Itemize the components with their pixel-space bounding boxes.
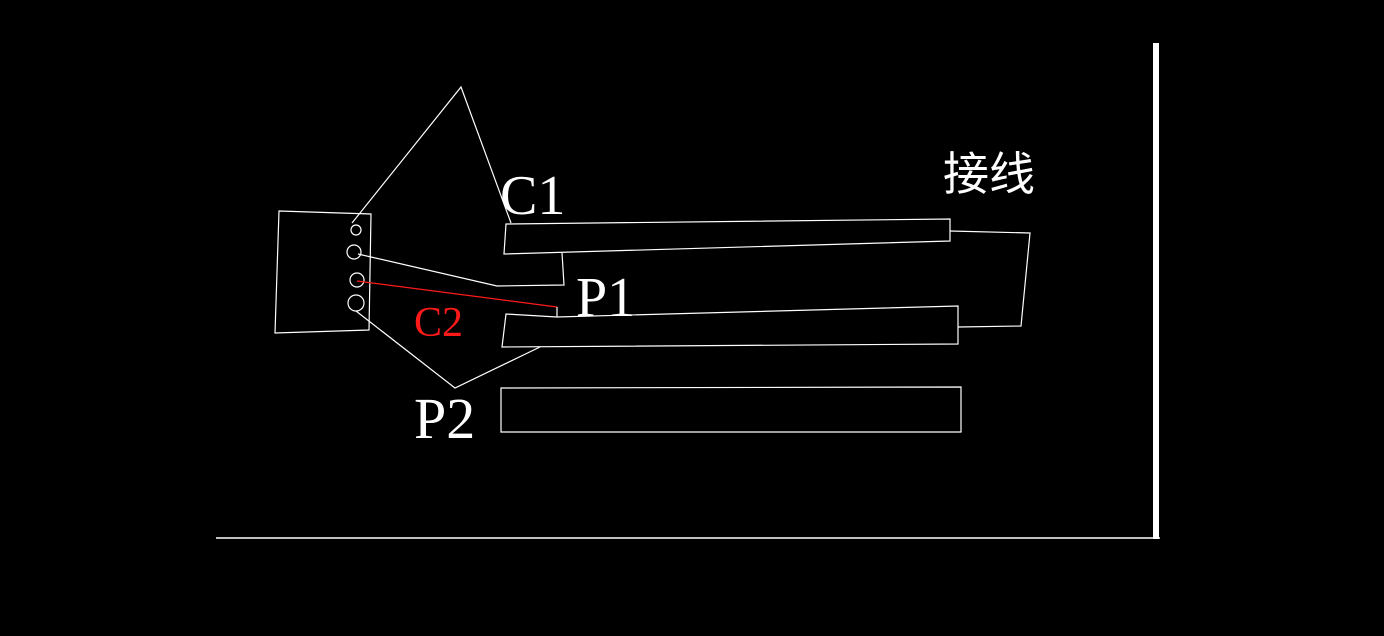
label-c1: C1 bbox=[500, 165, 565, 227]
label-wiring: 接线 bbox=[943, 147, 1035, 201]
p1-bar bbox=[501, 305, 959, 348]
label-p2: P2 bbox=[414, 386, 475, 451]
pin-1 bbox=[350, 224, 362, 236]
label-p1: P1 bbox=[576, 267, 635, 329]
bridge-wire bbox=[949, 230, 1031, 328]
pin-3 bbox=[349, 272, 365, 288]
pin-4 bbox=[347, 294, 365, 312]
c1-bar bbox=[503, 218, 951, 255]
c2-wire bbox=[356, 280, 558, 308]
c1-wire bbox=[351, 85, 512, 224]
p1-wire bbox=[357, 252, 565, 287]
connector-block bbox=[274, 210, 372, 334]
label-c2: C2 bbox=[414, 300, 463, 346]
p2-bar bbox=[500, 386, 962, 433]
pin-2 bbox=[346, 244, 362, 260]
p2-wire bbox=[355, 310, 541, 389]
